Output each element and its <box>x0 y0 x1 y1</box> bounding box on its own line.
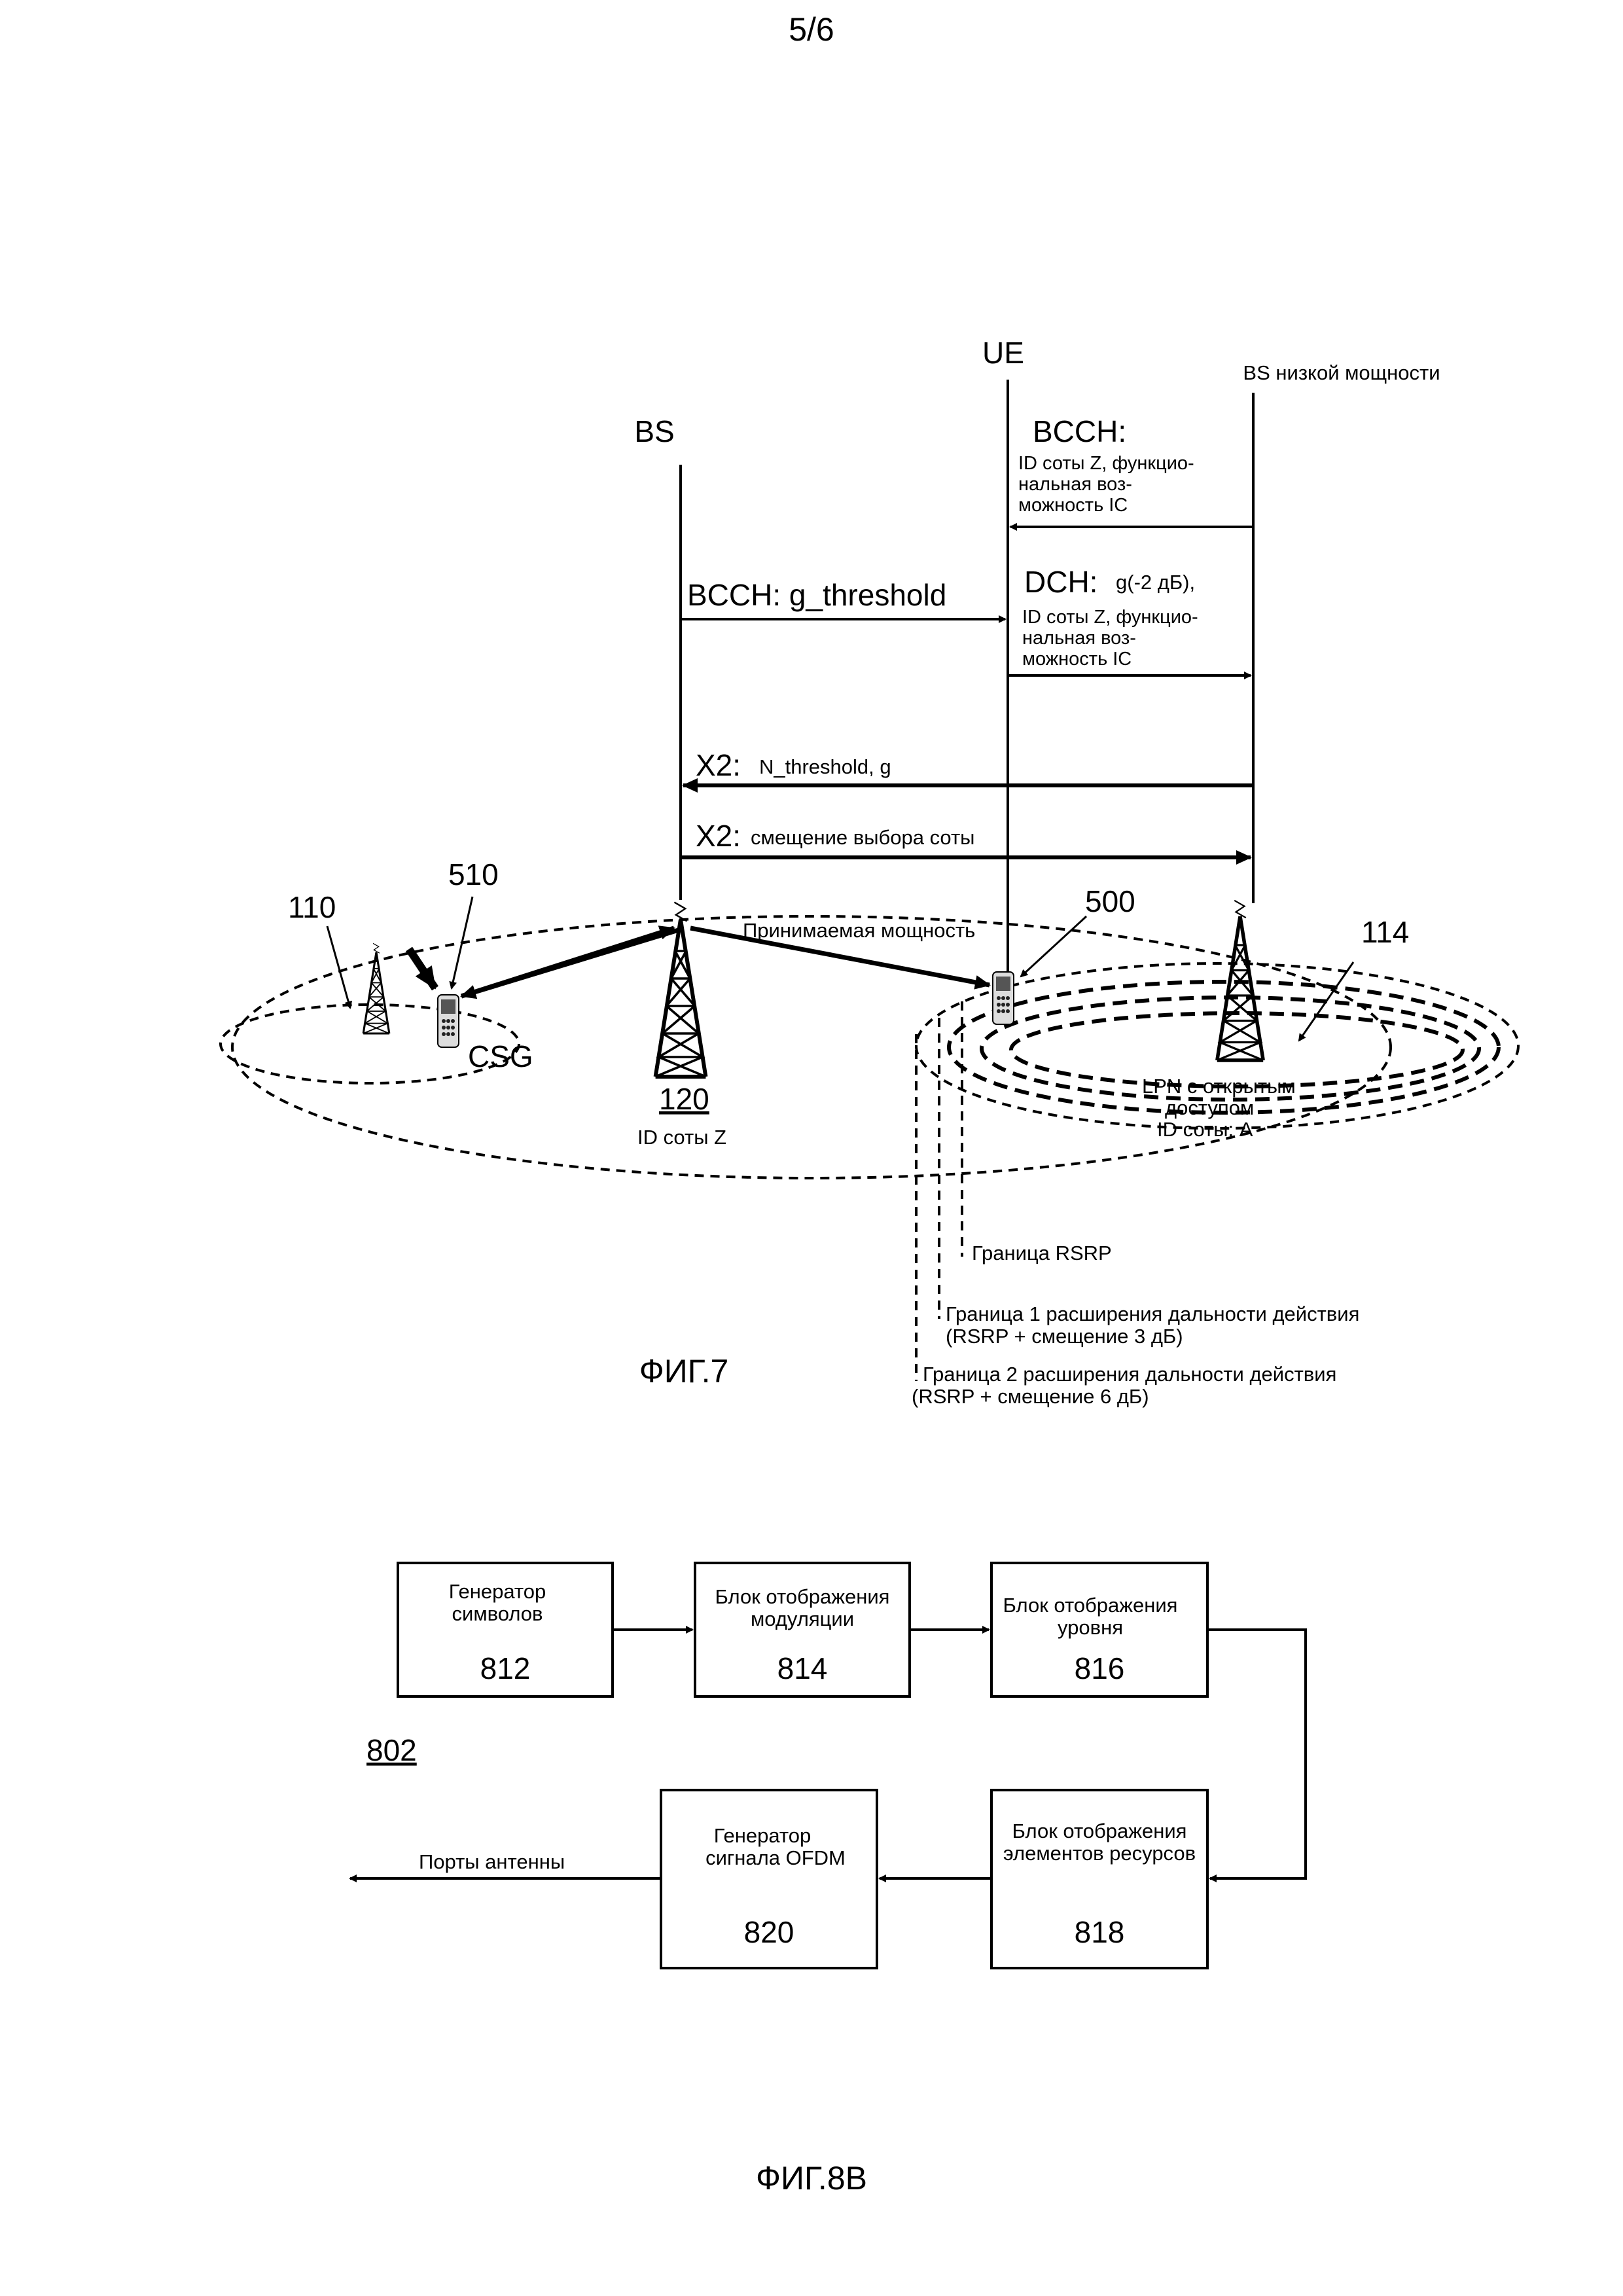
msg3-line1: ID соты Z, функцио- <box>1022 607 1198 628</box>
ref-120: 120 <box>659 1082 709 1116</box>
block-818-label-line2: элементов ресурсов <box>1003 1842 1196 1865</box>
fig8b-diagram: Генератор символов 812 Блок отображения … <box>350 1563 1306 2197</box>
ext1-label-line1: Граница 1 расширения дальности действия <box>946 1302 1359 1325</box>
arrow-816-818 <box>1207 1630 1306 1878</box>
received-power-label: Принимаемая мощность <box>743 919 975 942</box>
fig8b-caption: ФИГ.8В <box>756 2160 867 2197</box>
cell-z-label: ID соты Z <box>637 1126 726 1149</box>
ref-500: 500 <box>1085 884 1135 918</box>
lpn-label-line1: LPN с открытым <box>1142 1075 1296 1098</box>
ref-110: 110 <box>288 890 336 924</box>
block-820: Генератор сигнала OFDM 820 <box>661 1790 877 1968</box>
msg3-param: g(-2 дБ), <box>1116 571 1195 594</box>
msg5-param: смещение выбора соты <box>751 826 974 849</box>
msg2-label: BCCH: g_threshold <box>687 578 946 612</box>
msg5-head: X2: <box>696 819 741 853</box>
ext2-label-line2: (RSRP + смещение 6 дБ) <box>912 1385 1149 1408</box>
block-814: Блок отображения модуляции 814 <box>695 1563 910 1696</box>
lpn-label-line3: ID соты: A <box>1157 1118 1253 1141</box>
block-812-label-line2: символов <box>452 1602 543 1625</box>
block-816-label-line1: Блок отображения <box>1003 1594 1178 1617</box>
block-818-id: 818 <box>1075 1915 1125 1949</box>
csg-tower-icon <box>363 943 389 1033</box>
page-number: 5/6 <box>789 11 834 48</box>
rsrp-border-label: Граница RSRP <box>972 1242 1112 1265</box>
block-814-label-line2: модуляции <box>751 1607 854 1630</box>
bs-label: BS <box>634 414 674 448</box>
msg4-head: X2: <box>696 748 741 782</box>
block-812-label-line1: Генератор <box>449 1580 546 1603</box>
block-816: Блок отображения уровня 816 <box>991 1563 1207 1696</box>
block-816-label-line2: уровня <box>1058 1616 1123 1639</box>
ref-110-pointer <box>327 926 350 1008</box>
msg3-head: DCH: <box>1024 565 1097 599</box>
block-814-label-line1: Блок отображения <box>715 1585 890 1608</box>
block-814-id: 814 <box>777 1651 828 1685</box>
msg1-line1: ID соты Z, функцио- <box>1018 453 1194 474</box>
block-818: Блок отображения элементов ресурсов 818 <box>991 1790 1207 1968</box>
msg1-head: BCCH: <box>1033 414 1126 448</box>
msg3-line2: нальная воз- <box>1022 628 1136 649</box>
block-818-label-line1: Блок отображения <box>1012 1820 1187 1842</box>
ref-802: 802 <box>366 1733 417 1767</box>
msg3-line3: можность IC <box>1022 649 1132 670</box>
block-820-label-line2: сигнала OFDM <box>705 1846 846 1869</box>
msg1-line2: нальная воз- <box>1018 474 1132 495</box>
fig7-diagram: BS UE BS низкой мощности BCCH: ID соты Z… <box>221 336 1518 1408</box>
block-820-id: 820 <box>744 1915 794 1949</box>
block-812-id: 812 <box>480 1651 531 1685</box>
link-macro-510-arrow <box>461 929 681 996</box>
ue-500-phone-icon <box>993 972 1014 1024</box>
ref-114: 114 <box>1361 915 1409 949</box>
msg1-line3: можность IC <box>1018 495 1128 516</box>
block-820-label-line1: Генератор <box>714 1824 811 1847</box>
msg4-param: N_threshold, g <box>759 755 891 778</box>
csg-interference-arrow <box>409 949 435 988</box>
fig7-caption: ФИГ.7 <box>639 1353 729 1390</box>
csg-label: CSG <box>468 1039 533 1073</box>
ref-510: 510 <box>448 857 499 891</box>
ext2-label-line1: Граница 2 расширения дальности действия <box>923 1363 1336 1386</box>
ue-510-phone-icon <box>438 995 459 1047</box>
antenna-ports-label: Порты антенны <box>419 1850 565 1873</box>
ext1-label-line2: (RSRP + смещение 3 дБ) <box>946 1325 1183 1348</box>
ue-label: UE <box>982 336 1024 370</box>
lpn-label-line2: доступом <box>1165 1096 1254 1119</box>
block-816-id: 816 <box>1075 1651 1125 1685</box>
block-812: Генератор символов 812 <box>398 1563 613 1696</box>
low-power-bs-label: BS низкой мощности <box>1243 361 1440 384</box>
